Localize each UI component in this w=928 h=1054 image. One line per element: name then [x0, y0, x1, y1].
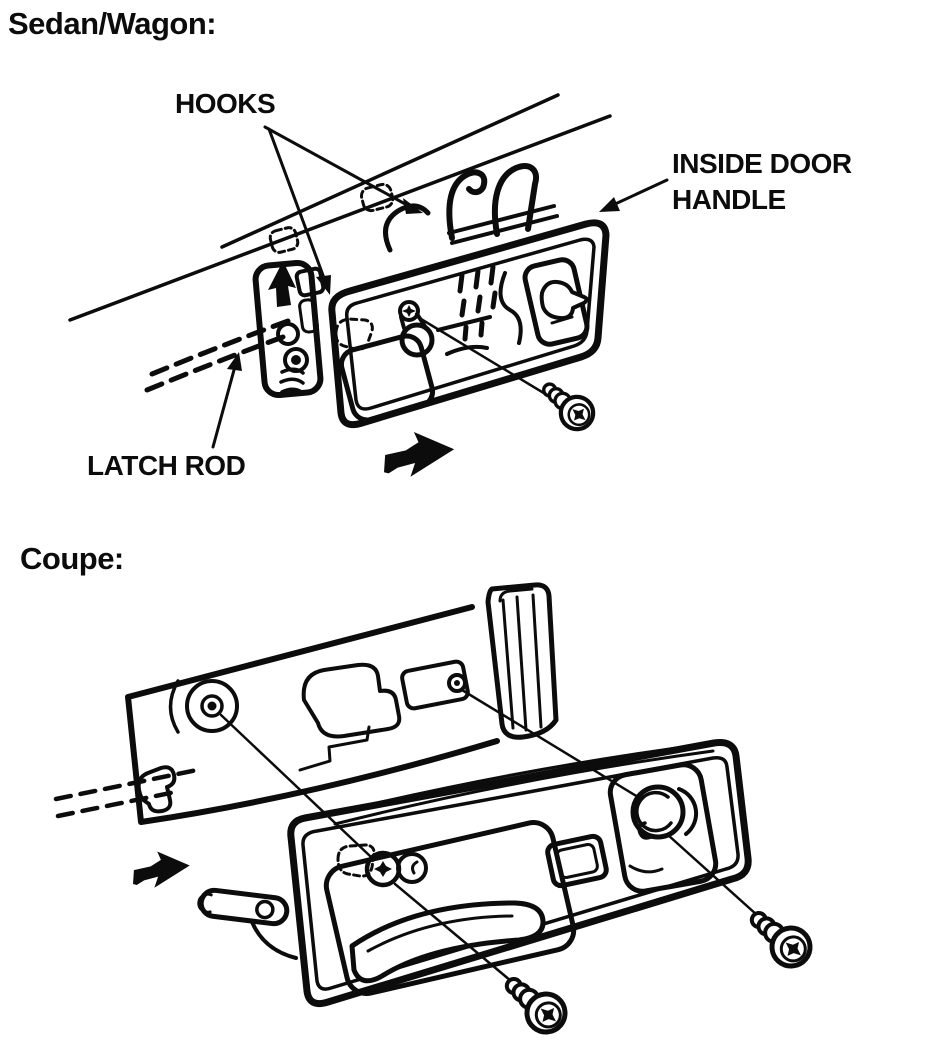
coupe-screw-hole-left — [168, 679, 239, 734]
coupe-lock-knob — [630, 784, 686, 840]
inside-door-handle-label-line1: INSIDE DOOR — [672, 148, 852, 179]
coupe-back-plate-drawing — [125, 582, 716, 826]
hooks-callout-arrows — [263, 125, 423, 295]
coupe-latch-rod-drawing — [53, 767, 200, 819]
sedan-lift-direction-arrow — [268, 261, 296, 307]
inside-door-handle-label-line2: HANDLE — [672, 184, 786, 216]
coupe-pull-lever — [349, 900, 546, 984]
latch-rod-label: LATCH ROD — [87, 450, 246, 481]
sedan-latch-rod-drawing — [144, 318, 291, 393]
sedan-hooks-drawing — [383, 163, 559, 253]
coupe-inside-door-handle-drawing — [287, 739, 752, 1008]
coupe-screw-hole-right — [447, 673, 467, 693]
coupe-figure-title: Coupe: — [20, 541, 124, 576]
sedan-wagon-figure-title: Sedan/Wagon: — [8, 6, 217, 41]
inside-door-handle-callout-arrow — [599, 178, 669, 212]
sedan-rotate-direction-arrow — [383, 431, 455, 478]
coupe-lower-bracket-drawing — [197, 887, 290, 927]
latch-rod-callout-arrow — [211, 352, 242, 449]
hooks-label: HOOKS — [175, 88, 276, 119]
coupe-direction-arrow — [132, 851, 191, 889]
inside-door-handle-label: INSIDE DOOR HANDLE — [672, 146, 852, 219]
sedan-mounting-screw-drawing — [414, 314, 600, 436]
sedan-inside-door-handle-drawing — [328, 163, 610, 429]
sedan-wagon-drawing — [68, 93, 669, 478]
coupe-drawing — [53, 582, 818, 1040]
coupe-leader-lines — [219, 688, 759, 988]
sedan-screw-boss — [398, 300, 420, 322]
sedan-door-panel-lines — [68, 93, 612, 322]
